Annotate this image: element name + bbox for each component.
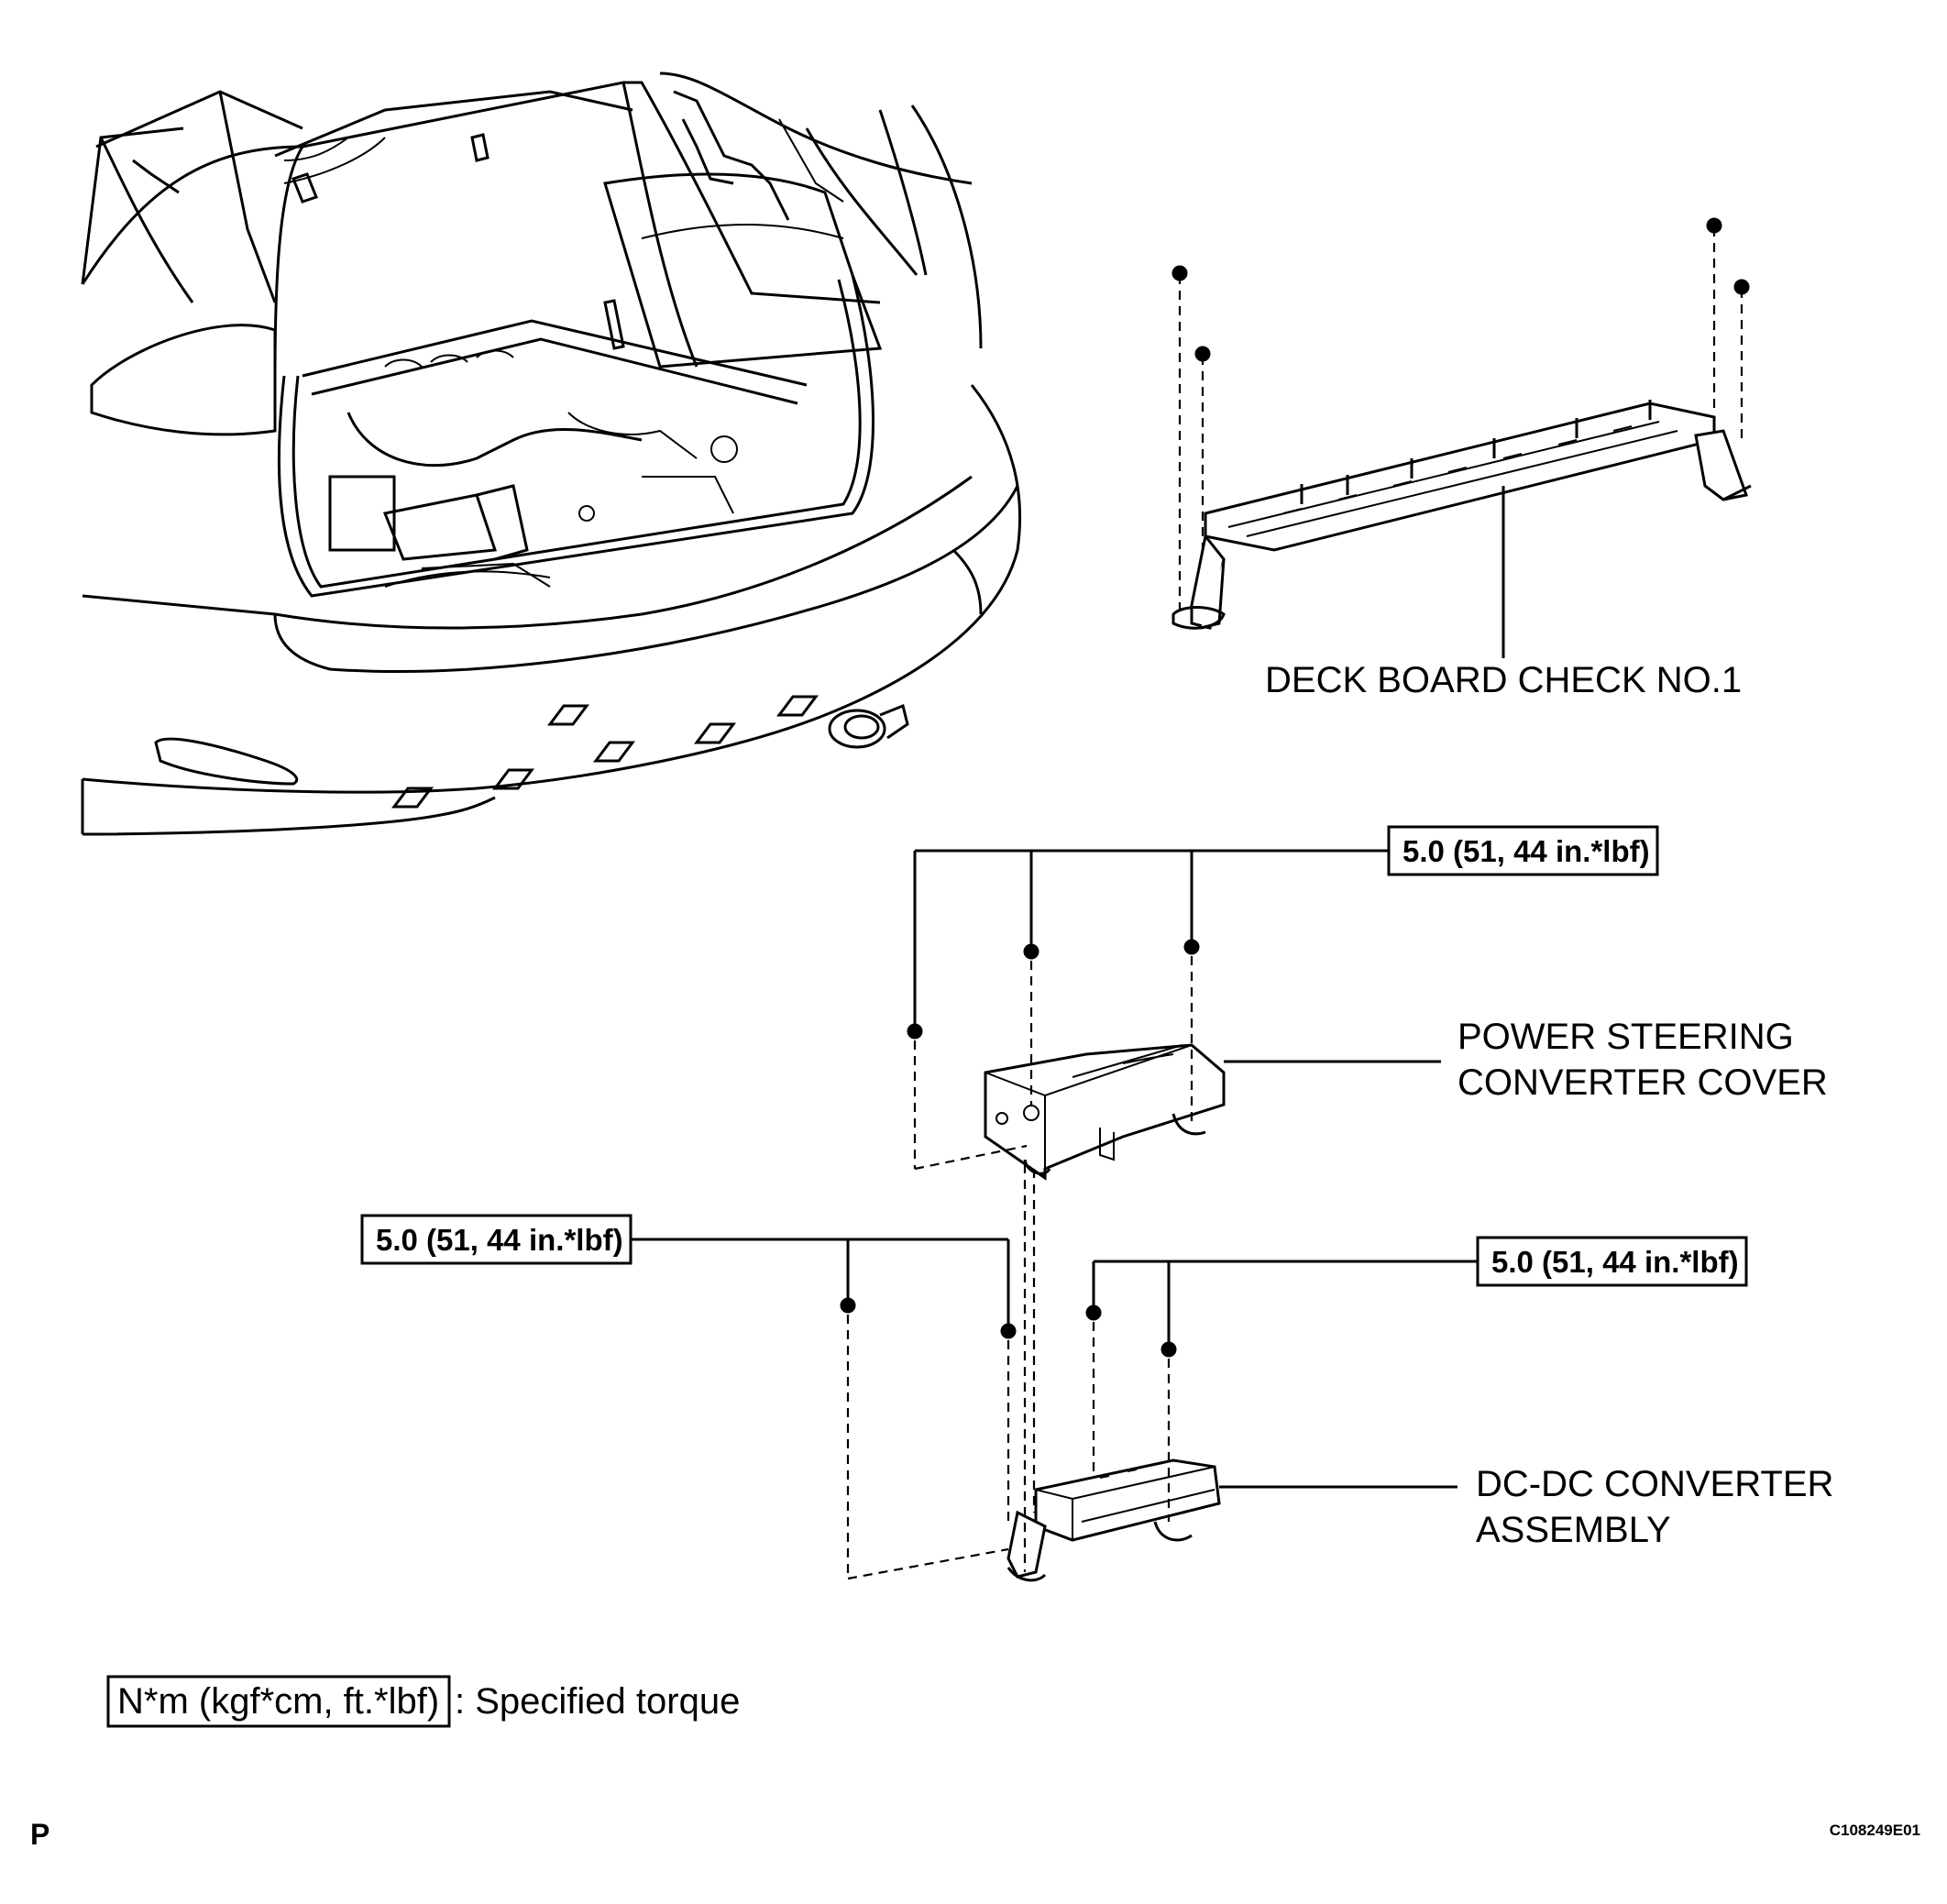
bolt-icon (907, 1023, 923, 1040)
bolt-icon (1000, 1323, 1017, 1339)
bolt-icon (1183, 939, 1200, 955)
label-deck-board: DECK BOARD CHECK NO.1 (1265, 660, 1742, 700)
label-ps-cover-line1: POWER STEERING (1458, 1017, 1794, 1057)
legend-description: : Specified torque (455, 1681, 740, 1722)
figure-code: C108249E01 (1830, 1821, 1920, 1839)
deck-board-nuts (1172, 217, 1750, 612)
torque-value-right: 5.0 (51, 44 in.*lbf) (1491, 1245, 1739, 1279)
torque-legend: N*m (kgf*cm, ft.*lbf) : Specified torque (106, 1675, 740, 1728)
label-dcdc-line2: ASSEMBLY (1476, 1510, 1671, 1550)
bolt-icon (1023, 943, 1040, 960)
nut-icon (1172, 265, 1188, 281)
bolt-icon (1160, 1341, 1177, 1358)
deck-board-check-bracket (1172, 400, 1752, 630)
bolt-icon (1085, 1304, 1102, 1321)
nut-icon (1194, 346, 1211, 362)
vehicle-rear-illustration (81, 72, 1021, 836)
legend-unit-box (106, 1675, 451, 1728)
label-ps-cover-line2: CONVERTER COVER (1458, 1062, 1828, 1103)
power-steering-converter-cover (984, 1043, 1226, 1181)
bolt-icon (840, 1297, 856, 1314)
torque-value-top: 5.0 (51, 44 in.*lbf) (1402, 834, 1650, 868)
torque-value-left: 5.0 (51, 44 in.*lbf) (376, 1223, 623, 1257)
torque-box-right (1476, 1236, 1748, 1287)
label-dcdc-line1: DC-DC CONVERTER (1476, 1464, 1833, 1504)
torque-right-callout: 5.0 (51, 44 in.*lbf) (1085, 1236, 1748, 1358)
torque-left-callout: 5.0 (51, 44 in.*lbf) (360, 1214, 1017, 1339)
corner-letter: P (30, 1818, 50, 1851)
nut-icon (1706, 217, 1722, 234)
torque-box-top (1387, 825, 1659, 876)
legend-unit: N*m (kgf*cm, ft.*lbf) (117, 1681, 439, 1722)
torque-top-callout: 5.0 (51, 44 in.*lbf) (907, 825, 1659, 1040)
nut-icon (1733, 279, 1750, 295)
dc-dc-converter-assembly (1006, 1458, 1221, 1582)
